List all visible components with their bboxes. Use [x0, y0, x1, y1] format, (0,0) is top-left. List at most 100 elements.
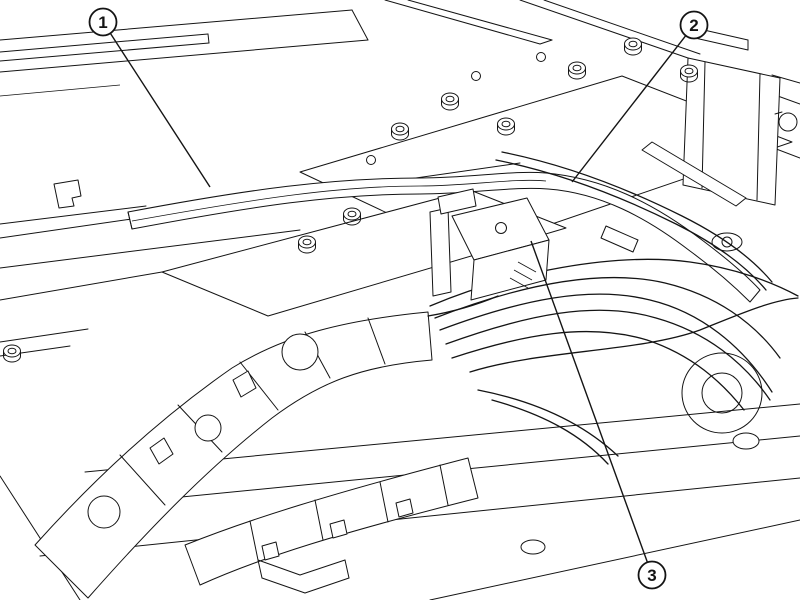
bracket-post [429, 207, 452, 297]
frame-line [351, 9, 369, 41]
chain-link-joint [249, 520, 259, 561]
frame-line [0, 84, 121, 97]
frame-line [39, 477, 800, 557]
bracket-tab [437, 188, 477, 215]
chain-link-slot [395, 498, 414, 518]
frame-line [384, 0, 541, 45]
chain-link-slot [149, 437, 174, 465]
anchor-edge [257, 559, 301, 576]
knob-edge [774, 111, 783, 115]
mounting-hole [520, 539, 546, 555]
cable-strand [477, 389, 619, 457]
cable-strand [491, 399, 609, 465]
top-left-rail [0, 9, 369, 97]
bracket-edge [694, 37, 749, 51]
frame-line [519, 0, 689, 59]
deck-edge [0, 229, 301, 269]
callout-number-2: 2 [689, 16, 698, 35]
frame-line [0, 9, 353, 41]
anchor-edge [304, 577, 350, 594]
pilot-hole [536, 52, 546, 62]
bracket-edge [756, 73, 761, 201]
deck-edge [0, 205, 147, 225]
cable-strand [495, 159, 767, 291]
anchor-edge [344, 559, 350, 579]
frame-line [407, 0, 553, 41]
hatch-line [513, 269, 533, 281]
frame-line [429, 519, 800, 600]
chain-link-joint [239, 361, 279, 411]
knob [778, 112, 798, 132]
callout-1: 1 [88, 7, 211, 188]
frame-line [0, 328, 89, 343]
cable-strand [469, 297, 799, 373]
chain-link-joint [439, 464, 449, 506]
callout-3: 3 [530, 240, 667, 590]
callout-balloon-3 [637, 560, 667, 590]
belt-slot [641, 141, 747, 207]
chain-link-joint [119, 454, 166, 506]
ribbon-cable-band [127, 171, 761, 303]
pilot-hole [366, 155, 376, 165]
small-clip [600, 225, 639, 253]
chain-link-hole [87, 495, 121, 529]
bracket-hole [495, 222, 507, 234]
hatch-line [509, 277, 529, 289]
ribbon-cable-end [127, 211, 133, 230]
roller-hub [701, 372, 743, 414]
top-frame [384, 0, 800, 159]
chain-link-joint [367, 317, 386, 365]
chain-link-hole [194, 414, 222, 442]
cable-clip [53, 179, 82, 209]
frame-line [539, 39, 553, 45]
ribbon-cable-ridge [131, 179, 547, 222]
leader-line-2 [571, 35, 687, 183]
right-assembly [600, 27, 798, 253]
cable-mount-bracket [429, 188, 550, 301]
hatch-line [517, 261, 537, 273]
cable-strand [451, 330, 745, 411]
cable-carrier-chain [34, 311, 433, 599]
bracket-face [470, 239, 550, 301]
frame-line [207, 33, 210, 44]
frame-line [0, 33, 209, 53]
frame-line [543, 0, 701, 55]
cable-strand [427, 295, 499, 317]
cable-strand [439, 293, 773, 393]
callout-2: 2 [571, 10, 709, 183]
chain-link-slot [329, 519, 348, 539]
callout-balloon-1 [88, 7, 118, 37]
cable-strand [434, 276, 781, 359]
frame-line [0, 42, 210, 62]
frame-line [771, 74, 800, 84]
cable-strand [445, 309, 771, 401]
chain-link-joint [314, 499, 324, 541]
side-bracket [682, 57, 781, 206]
pilot-hole [471, 71, 481, 81]
bracket-edge [701, 61, 706, 189]
anchor-edge [261, 577, 306, 594]
callout-number-3: 3 [647, 566, 656, 585]
chain-band [184, 457, 479, 586]
mounting-hole [732, 432, 760, 450]
callout-number-1: 1 [98, 13, 107, 32]
chain-band [34, 311, 433, 599]
anchor-edge [299, 559, 346, 576]
leader-line-1 [109, 33, 211, 188]
callout-balloon-2 [679, 10, 709, 40]
fasteners [3, 37, 698, 363]
chain-link-slot [232, 370, 257, 398]
deck-edge [0, 271, 163, 301]
leader-line-3 [530, 240, 649, 563]
anchor-edge [257, 559, 263, 579]
frame-line [0, 39, 369, 73]
chain-link-joint [379, 481, 389, 523]
chain-link-hole [281, 333, 319, 371]
wire-harness [427, 151, 799, 465]
roller [681, 352, 763, 434]
chain-link-slot [261, 541, 280, 561]
frame-line [0, 475, 81, 600]
cable-strand [501, 151, 773, 283]
